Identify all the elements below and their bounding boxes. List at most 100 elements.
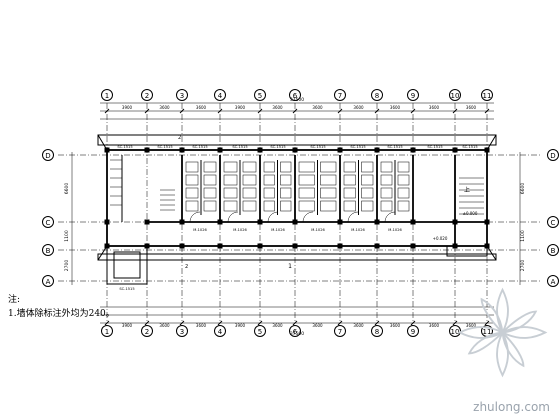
axis-bubble — [334, 325, 346, 337]
axis-bubble — [176, 325, 188, 337]
elevation-label: +0.020 — [433, 236, 448, 241]
axis-bubble — [42, 275, 54, 287]
entry-porch — [106, 245, 148, 285]
dim-text-bottom: 3600 — [159, 323, 170, 328]
ramp-label: ±0.000 — [463, 211, 478, 216]
dim-text-top: 3600 — [429, 105, 440, 110]
axis-label-col: 4 — [218, 92, 223, 100]
window-label: SC-1515 — [462, 145, 477, 149]
axis-bubble — [371, 89, 383, 101]
axis-label-col: 10 — [451, 92, 460, 100]
window-label: SC-1515 — [427, 145, 442, 149]
axis-label-col: 6 — [293, 92, 298, 100]
cubicle — [397, 187, 410, 199]
column — [374, 147, 380, 153]
axis-label-col: 1 — [105, 92, 109, 100]
corridor-label: 1 — [288, 263, 292, 270]
cubicle — [361, 174, 374, 186]
column — [484, 147, 490, 153]
axis-bubble — [371, 325, 383, 337]
cubicle — [397, 174, 410, 186]
axis-label-row: C — [551, 219, 556, 227]
cubicle — [298, 161, 315, 173]
dim-text-bottom: 3600 — [466, 323, 477, 328]
cubicle — [320, 161, 337, 173]
cubicle — [223, 200, 238, 212]
dim-text-bottom: 3600 — [353, 323, 364, 328]
cubicle — [185, 200, 199, 212]
axis-label-col: 10 — [451, 328, 460, 336]
axis-label-col: 9 — [411, 92, 415, 100]
roof-eave — [97, 134, 497, 146]
dim-text-top: 3900 — [122, 105, 133, 110]
dim-text-top: 3900 — [235, 105, 246, 110]
cubicle — [298, 174, 315, 186]
dimension-lines: 3900390036003600360036003900390036003600… — [64, 97, 526, 337]
axis-bubble — [214, 89, 226, 101]
cubicle — [223, 161, 238, 173]
cubicle — [320, 187, 337, 199]
axis-label-col: 3 — [180, 92, 184, 100]
axis-label-row: C — [46, 219, 51, 227]
cubicle — [380, 200, 393, 212]
dim-text-left: 6600 — [64, 183, 70, 195]
axis-bubble — [214, 325, 226, 337]
cubicle — [320, 174, 337, 186]
cubicle — [203, 161, 217, 173]
column — [452, 219, 458, 225]
cubicle — [361, 187, 374, 199]
door-label: M-1026 — [271, 228, 285, 232]
section-mark: 2 — [178, 135, 181, 141]
axis-bubble — [547, 275, 559, 287]
dim-tick — [104, 320, 110, 326]
axis-label-col: 11 — [483, 328, 492, 336]
axis-bubble — [101, 89, 113, 101]
axis-label-col: 2 — [145, 328, 149, 336]
window-label: SC-1515 — [270, 145, 285, 149]
dim-tick — [179, 108, 185, 114]
axis-bubble — [449, 325, 461, 337]
window-label: SC-1515 — [157, 145, 172, 149]
cubicle — [263, 200, 275, 212]
dim-text-bottom: 3600 — [390, 323, 401, 328]
dim-tick — [144, 108, 150, 114]
axis-label-col: 3 — [180, 328, 184, 336]
dim-text-bottom: 3600 — [429, 323, 440, 328]
cubicle — [185, 187, 199, 199]
axis-bubble — [42, 149, 54, 161]
column — [292, 243, 298, 249]
axis-label-row: D — [550, 152, 555, 160]
cubicle — [185, 174, 199, 186]
axis-bubble — [481, 89, 493, 101]
axis-label-col: 7 — [338, 92, 342, 100]
dim-tick — [217, 320, 223, 326]
dim-tick — [484, 108, 490, 114]
door-swing — [302, 211, 314, 223]
column — [484, 219, 490, 225]
cubicle — [397, 161, 410, 173]
watermark-text: zhulong.com — [473, 400, 550, 414]
cubicle — [343, 187, 356, 199]
dim-text-bottom: 3900 — [235, 323, 246, 328]
window-label: SC-1515 — [192, 145, 207, 149]
door-label: M-1026 — [311, 228, 325, 232]
dim-text-left: 1100 — [64, 230, 70, 242]
door-label: M-1026 — [233, 228, 247, 232]
cubicle — [203, 200, 217, 212]
axis-bubble — [42, 244, 54, 256]
cubicle — [343, 161, 356, 173]
dim-text-top: 3600 — [466, 105, 477, 110]
axis-bubble — [334, 89, 346, 101]
dim-tick — [452, 108, 458, 114]
entry-step — [113, 251, 141, 279]
column — [217, 243, 223, 249]
axis-label-col: 8 — [375, 92, 379, 100]
axis-label-col: 8 — [375, 328, 379, 336]
axis-bubble — [547, 244, 559, 256]
dim-text-bottom: 3600 — [196, 323, 207, 328]
note-title: 注: — [8, 295, 21, 305]
axis-bubble — [42, 216, 54, 228]
cubicle — [320, 200, 337, 212]
door-swing — [189, 211, 201, 223]
